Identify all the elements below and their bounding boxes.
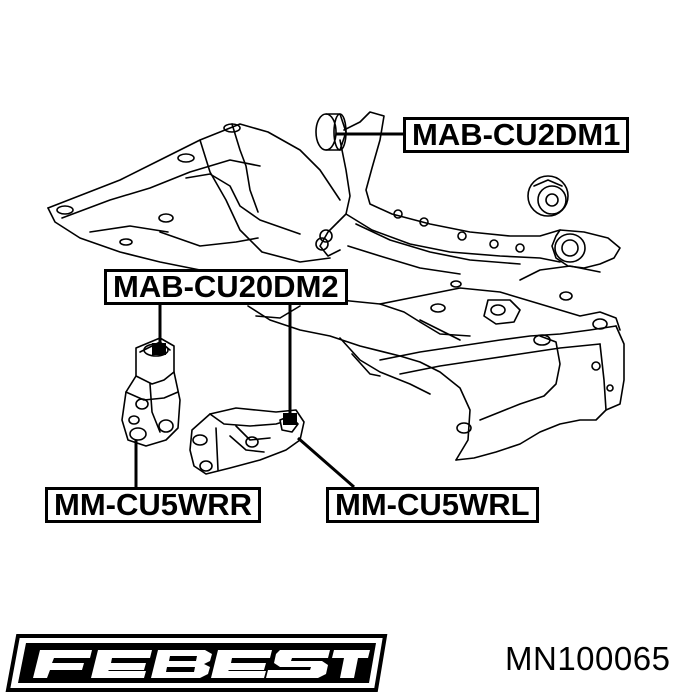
marker-right-mount xyxy=(283,413,297,425)
part-label-mm-cu5wrr: MM-CU5WRR xyxy=(45,487,262,523)
bushing-center xyxy=(319,229,333,243)
febest-logo-icon xyxy=(5,634,388,692)
part-label-mm-cu5wrl: MM-CU5WRL xyxy=(326,487,539,523)
part-label-mab-cu20dm2: MAB-CU20DM2 xyxy=(104,269,348,305)
subframe-left-body xyxy=(47,123,341,277)
leader-lines xyxy=(134,132,403,489)
leader-line-bottom-right xyxy=(297,436,355,489)
bushing-top xyxy=(315,113,347,151)
mount-left xyxy=(121,337,181,447)
part-label-mab-cu2dm1: MAB-CU2DM1 xyxy=(403,117,630,153)
bushing-round xyxy=(527,175,569,217)
rear-arm-upper xyxy=(315,111,621,275)
leader-markers xyxy=(152,343,297,425)
marker-left-mount xyxy=(152,343,166,355)
part-number: MN100065 xyxy=(505,640,671,677)
